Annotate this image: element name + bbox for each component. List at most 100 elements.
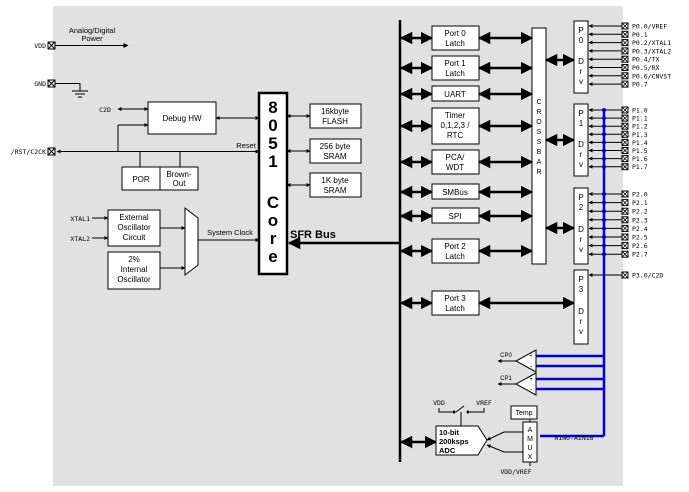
cp1-plus: + <box>529 377 533 383</box>
pin-label: P0.0/VREF <box>632 23 667 31</box>
amux-letter: U <box>527 445 532 452</box>
c2d-label: C2D <box>99 106 111 114</box>
pin-cross-icon <box>621 106 629 114</box>
pin-cross-icon <box>621 31 629 38</box>
adc-block <box>435 425 488 456</box>
pin-label: P1.0 <box>632 107 648 115</box>
pin-cross-icon <box>621 233 629 241</box>
core-char: 1 <box>268 152 277 171</box>
port2-latch-block <box>431 238 480 264</box>
clock-mux <box>184 206 199 277</box>
pin-cross-icon <box>621 207 629 215</box>
driver-letter: r <box>580 317 583 326</box>
uart-block <box>431 85 480 102</box>
vref-label: VREF <box>476 399 492 407</box>
gnd-pin-label: GND <box>34 80 46 88</box>
pin-cross-icon <box>621 250 629 258</box>
core-char: 0 <box>268 116 277 135</box>
internal-osc-label-1: 2% <box>128 255 140 264</box>
port2-latch-label-1: Port 2 <box>444 242 466 251</box>
port1-latch-label-1: Port 1 <box>444 59 466 68</box>
driver-letter: 1 <box>579 119 584 128</box>
crossbar-letter: S <box>537 139 542 146</box>
port3-latch-label-2: Latch <box>445 304 465 313</box>
driver-letter: P <box>578 275 583 284</box>
port1-latch-label-2: Latch <box>445 69 465 78</box>
pin-label: P2.6 <box>632 242 648 250</box>
driver-letter: r <box>580 67 583 76</box>
core-char: 8 <box>268 98 277 117</box>
por-label: POR <box>132 175 150 184</box>
comparators-section: + - CP0 + - CP1 <box>497 349 537 396</box>
sfr-bus-label: SFR Bus <box>290 229 336 241</box>
power-section: Analog/Digital Power VDD GND <box>34 26 129 98</box>
pins-section: P0.0/VREFP0.1P0.2/XTAL1P0.3/XTAL2P0.4/TX… <box>588 22 671 280</box>
brown-out-label-2: Out <box>173 179 187 188</box>
analog-digital-power-label-2: Power <box>81 34 103 43</box>
driver-letter: r <box>580 150 583 159</box>
driver-letter: P <box>578 26 583 35</box>
pin-label: P2.7 <box>632 251 648 259</box>
gnd-wire <box>55 83 81 91</box>
pin-cross-icon <box>621 163 629 170</box>
pin-label: P2.2 <box>632 208 648 216</box>
pin-label: P3.0/C2D <box>632 272 663 280</box>
adc-label-1: 10-bit <box>439 428 460 437</box>
pin-cross-icon <box>621 139 629 146</box>
driver-letter: v <box>579 160 583 169</box>
pin-cross-icon <box>621 131 629 138</box>
pin-label: P0.2/XTAL1 <box>632 39 671 47</box>
adc-label-3: ADC <box>439 446 456 455</box>
external-osc-label-2: Oscillator <box>117 223 151 232</box>
driver-letter: D <box>578 225 584 234</box>
crossbar-letter: R <box>536 169 541 176</box>
pin-cross-icon <box>621 155 629 162</box>
core-char: r <box>270 229 277 248</box>
pin-cross-icon <box>621 64 629 71</box>
pin-label: P1.6 <box>632 155 648 163</box>
xram-label-2: SRAM <box>323 186 346 195</box>
uart-label: UART <box>444 90 466 99</box>
crossbar-letter: B <box>537 149 542 156</box>
pin-cross-icon <box>621 47 629 55</box>
driver-letter: r <box>580 235 583 244</box>
sram-block <box>309 138 362 164</box>
cp0-label: CP0 <box>500 353 512 359</box>
vdd-pin-label: VDD <box>34 42 46 50</box>
cp0-minus: - <box>530 364 533 371</box>
pin-cross-icon <box>621 190 629 198</box>
brown-out-block <box>159 166 199 191</box>
spi-block <box>431 207 480 224</box>
xtal2-label: XTAL2 <box>70 235 90 243</box>
driver-letter: v <box>579 327 583 336</box>
temp-sensor-block <box>510 405 538 420</box>
timers-label-3: RTC <box>447 131 464 140</box>
amux-letter: X <box>528 454 533 461</box>
cp1-label: CP1 <box>500 376 512 382</box>
core-section: 8 0 5 1 C o r e 16kbyte FLASH 256 byte S… <box>257 20 402 462</box>
driver-letter: D <box>578 140 584 149</box>
pin-label: P0.4/TX <box>632 56 659 64</box>
core-char: e <box>268 247 277 266</box>
pin-cross-icon <box>621 22 629 30</box>
ground-symbol-icon <box>72 90 88 98</box>
pin-cross-icon <box>621 80 629 88</box>
adc-section: VDD VREF 10-bit 200ksps ADC Temp A M U X… <box>433 399 594 476</box>
driver-letter: D <box>578 307 584 316</box>
pca-label-2: WDT <box>446 163 464 172</box>
cp1-minus: - <box>530 387 533 394</box>
driver-letter: P <box>578 193 583 202</box>
external-osc-label-1: External <box>119 213 149 222</box>
reset-label: Reset <box>236 141 257 150</box>
internal-oscillator-block <box>107 251 161 290</box>
comparator-cp0 <box>514 349 537 373</box>
adc-label-2: 200ksps <box>439 437 469 446</box>
port3-latch-label-1: Port 3 <box>444 294 466 303</box>
internal-osc-label-2: Internal <box>121 265 148 274</box>
analog-digital-power-label-1: Analog/Digital <box>69 26 116 35</box>
port0-latch-label-1: Port 0 <box>444 29 466 38</box>
pin-label: P0.1 <box>632 31 648 39</box>
timers-block <box>431 107 480 145</box>
pin-cross-icon <box>621 114 629 122</box>
